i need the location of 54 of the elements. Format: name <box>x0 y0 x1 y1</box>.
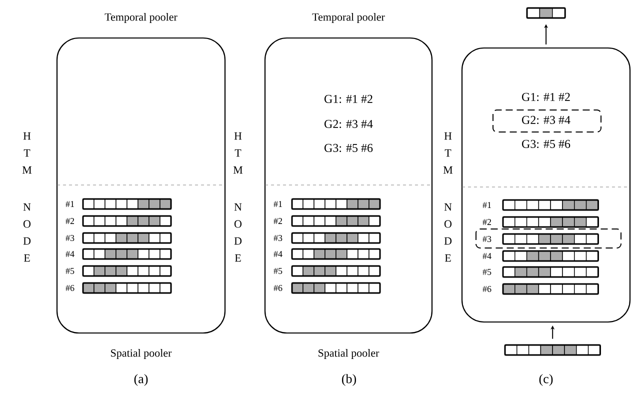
pattern-label: #5 <box>482 269 492 275</box>
vertical-letter: O <box>444 220 452 228</box>
panel-caption: (c) <box>539 374 553 386</box>
pattern-label: #4 <box>482 253 492 259</box>
vertical-letter: N <box>234 203 242 211</box>
pooler-label: Spatial pooler <box>111 349 172 359</box>
pooler-label: Temporal pooler <box>104 13 178 23</box>
vertical-letter: E <box>444 254 451 262</box>
vertical-letter: M <box>233 166 243 174</box>
group-label: G2: #3 #4 <box>324 120 373 128</box>
vertical-letter: H <box>23 132 31 140</box>
vertical-letter: E <box>234 254 241 262</box>
vertical-letter: N <box>444 203 452 211</box>
vertical-letter: D <box>444 237 452 245</box>
pooler-label: Spatial pooler <box>318 349 380 359</box>
pattern-label: #6 <box>66 284 74 292</box>
group-label: G3: #5 #6 <box>522 140 570 148</box>
pattern-label: #1 <box>482 202 491 208</box>
group-label: G1: #1 #2 <box>324 94 372 104</box>
bit-pattern <box>504 344 601 356</box>
panel-caption: (a) <box>134 374 148 386</box>
pattern-label: #1 <box>66 201 74 207</box>
group-label: G1: #1 #2 <box>522 92 570 102</box>
pattern-label: #6 <box>482 286 492 292</box>
pattern-label: #4 <box>66 251 74 257</box>
vertical-letter: H <box>444 132 452 140</box>
bit-pattern <box>526 7 566 19</box>
pattern-label: #2 <box>66 218 74 224</box>
pattern-label: #5 <box>66 268 74 274</box>
panel-caption: (b) <box>342 374 356 386</box>
vertical-letter: T <box>24 149 30 157</box>
vertical-letter: H <box>234 132 242 140</box>
vertical-letter: M <box>443 166 453 174</box>
pattern-label: #2 <box>274 218 282 224</box>
pattern-label: #3 <box>482 236 492 242</box>
vertical-letter: D <box>234 237 242 245</box>
pattern-label: #2 <box>482 219 491 225</box>
vertical-letter: D <box>23 237 31 245</box>
vertical-letter: M <box>22 166 32 174</box>
vertical-letter: E <box>24 254 30 262</box>
vertical-letter: N <box>23 203 31 211</box>
vertical-letter: T <box>234 149 242 157</box>
group-label: G3: #5 #6 <box>324 144 373 152</box>
pooler-label: Temporal pooler <box>312 13 385 23</box>
group-label: G2: #3 #4 <box>522 116 570 124</box>
pattern-label: #3 <box>274 234 282 242</box>
vertical-letter: T <box>444 149 452 157</box>
pattern-label: #4 <box>274 251 282 257</box>
vertical-letter: O <box>24 220 31 228</box>
pattern-label: #6 <box>274 284 282 292</box>
pattern-label: #1 <box>274 201 282 207</box>
vertical-letter: O <box>234 220 242 228</box>
pattern-label: #5 <box>274 268 282 274</box>
pattern-label: #3 <box>66 234 74 242</box>
